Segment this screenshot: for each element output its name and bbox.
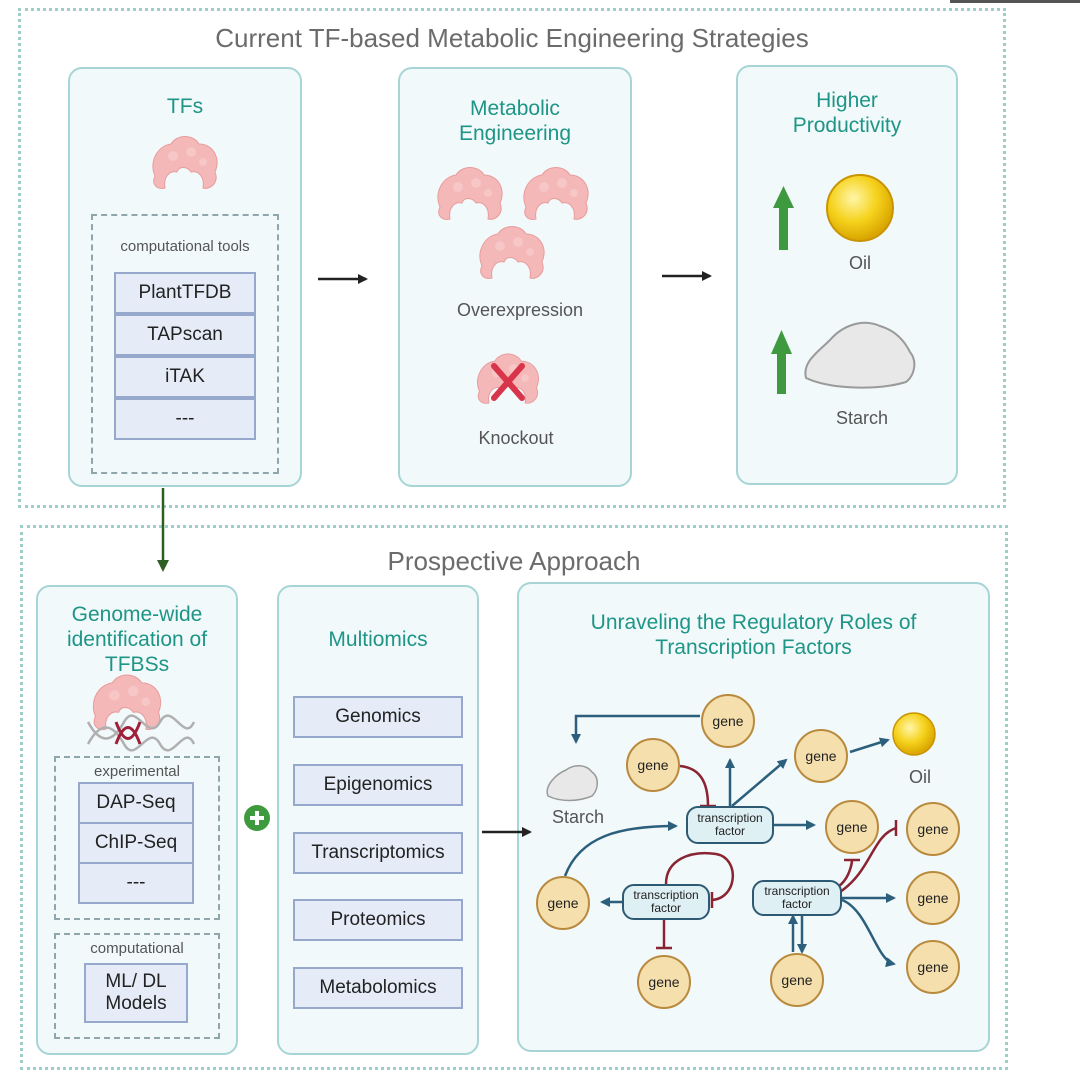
network-starch-icon — [546, 765, 598, 802]
tfs-title: TFs — [166, 95, 204, 118]
productivity-title-line1: Higher — [816, 89, 878, 112]
experimental-more: --- — [78, 862, 194, 904]
gene-node-far-right-1: gene — [906, 802, 960, 856]
productivity-title-line2: Productivity — [792, 114, 902, 137]
protein-overexpression-icon-1 — [437, 167, 503, 220]
tool-tapscan: TAPscan — [114, 314, 256, 356]
omics-genomics: Genomics — [293, 696, 463, 738]
edge-tf1-to-gene-upper — [731, 758, 788, 807]
tfbs-title-line1: Genome-wide — [71, 603, 203, 626]
tf-line1: transcription — [633, 888, 699, 902]
higher-productivity-panel: Higher Productivity — [736, 65, 958, 485]
tf-line1: transcription — [697, 811, 763, 825]
tf-node-3: transcription factor — [752, 880, 842, 916]
gene-node-top: gene — [701, 694, 755, 748]
dap-seq: DAP-Seq — [78, 782, 194, 824]
computational-caption: computational — [90, 940, 184, 957]
up-arrow-starch-icon — [771, 330, 792, 394]
tf-line2: factor — [781, 897, 812, 911]
prospective-approach-section: Prospective Approach — [20, 525, 1008, 1070]
tf-protein-icon — [152, 136, 218, 189]
protein-overexpression-icon-3 — [479, 226, 545, 279]
network-starch-label: Starch — [551, 807, 605, 827]
experimental-box: experimental — [54, 756, 220, 920]
overexpression-label: Overexpression — [456, 300, 584, 320]
inhibit-tf3-to-gene-right — [839, 826, 897, 894]
computational-tools-caption: computational tools — [120, 238, 250, 255]
chip-seq: ChIP-Seq — [78, 822, 194, 864]
network-oil-icon — [892, 712, 936, 756]
multiomics-title: Multiomics — [328, 628, 428, 651]
tfbs-title-line3: TFBSs — [104, 653, 170, 676]
metabolic-title-line1: Metabolic — [470, 97, 560, 120]
gene-node-far-right-2: gene — [906, 871, 960, 925]
network-oil-label: Oil — [909, 767, 931, 787]
experimental-caption: experimental — [94, 763, 180, 780]
tf-node-2: transcription factor — [622, 884, 710, 920]
computational-box: computational — [54, 933, 220, 1039]
plus-icon — [244, 805, 270, 831]
tool-more: --- — [114, 398, 256, 440]
tool-itak: iTAK — [114, 356, 256, 398]
knockout-label: Knockout — [478, 428, 554, 448]
metabolic-engineering-panel: Metabolic Engineering — [398, 67, 632, 487]
ml-dl-line2: Models — [105, 993, 167, 1014]
gene-node-left-lower: gene — [536, 876, 590, 930]
tfbs-protein-icon — [92, 674, 162, 731]
gene-node-far-right-3: gene — [906, 940, 960, 994]
inhibit-gene-to-tf1 — [679, 764, 710, 807]
edge-gene-to-tf1 — [563, 821, 678, 877]
knockout-cross-icon — [491, 363, 525, 401]
protein-overexpression-icon-2 — [523, 167, 589, 220]
computational-tools-box: computational tools — [91, 214, 279, 474]
edge-gene-to-oil — [849, 737, 890, 754]
current-strategies-section: Current TF-based Metabolic Engineering S… — [18, 8, 1006, 508]
omics-transcriptomics: Transcriptomics — [293, 832, 463, 874]
ml-dl-models: ML/ DL Models — [84, 963, 188, 1023]
gene-node-upper-right: gene — [794, 729, 848, 783]
tf-line2: factor — [650, 901, 681, 915]
starch-label-top: Starch — [835, 408, 889, 428]
gene-node-right-mid: gene — [825, 800, 879, 854]
dna-icon — [86, 714, 196, 752]
tf-line2: factor — [714, 824, 745, 838]
omics-epigenomics: Epigenomics — [293, 764, 463, 806]
regulatory-title-line1: Unraveling the Regulatory Roles of — [590, 611, 917, 634]
ml-dl-line1: ML/ DL — [105, 971, 167, 992]
tf-node-1: transcription factor — [686, 806, 774, 844]
gene-node-left-upper: gene — [626, 738, 680, 792]
omics-proteomics: Proteomics — [293, 899, 463, 941]
section-title: Current TF-based Metabolic Engineering S… — [215, 23, 809, 53]
inhibit-tf2-loop — [664, 851, 734, 902]
regulatory-title-line2: Transcription Factors — [655, 636, 852, 659]
oil-label-top: Oil — [849, 253, 871, 273]
starch-pile-icon — [804, 321, 916, 389]
gene-node-bottom-mid: gene — [770, 953, 824, 1007]
metabolic-title-line2: Engineering — [458, 122, 572, 145]
omics-metabolomics: Metabolomics — [293, 967, 463, 1009]
tf-line1: transcription — [764, 884, 830, 898]
tool-planttfdb: PlantTFDB — [114, 272, 256, 314]
edge-gene-to-starch — [571, 714, 700, 744]
edge-tf3-to-gene-r2 — [841, 898, 896, 968]
oil-droplet-icon — [826, 174, 894, 242]
up-arrow-oil-icon — [773, 186, 794, 250]
tfbs-title-line2: identification of — [66, 628, 208, 651]
section-title: Prospective Approach — [387, 546, 641, 576]
top-rule — [950, 0, 1080, 3]
gene-node-bottom-left: gene — [637, 955, 691, 1009]
